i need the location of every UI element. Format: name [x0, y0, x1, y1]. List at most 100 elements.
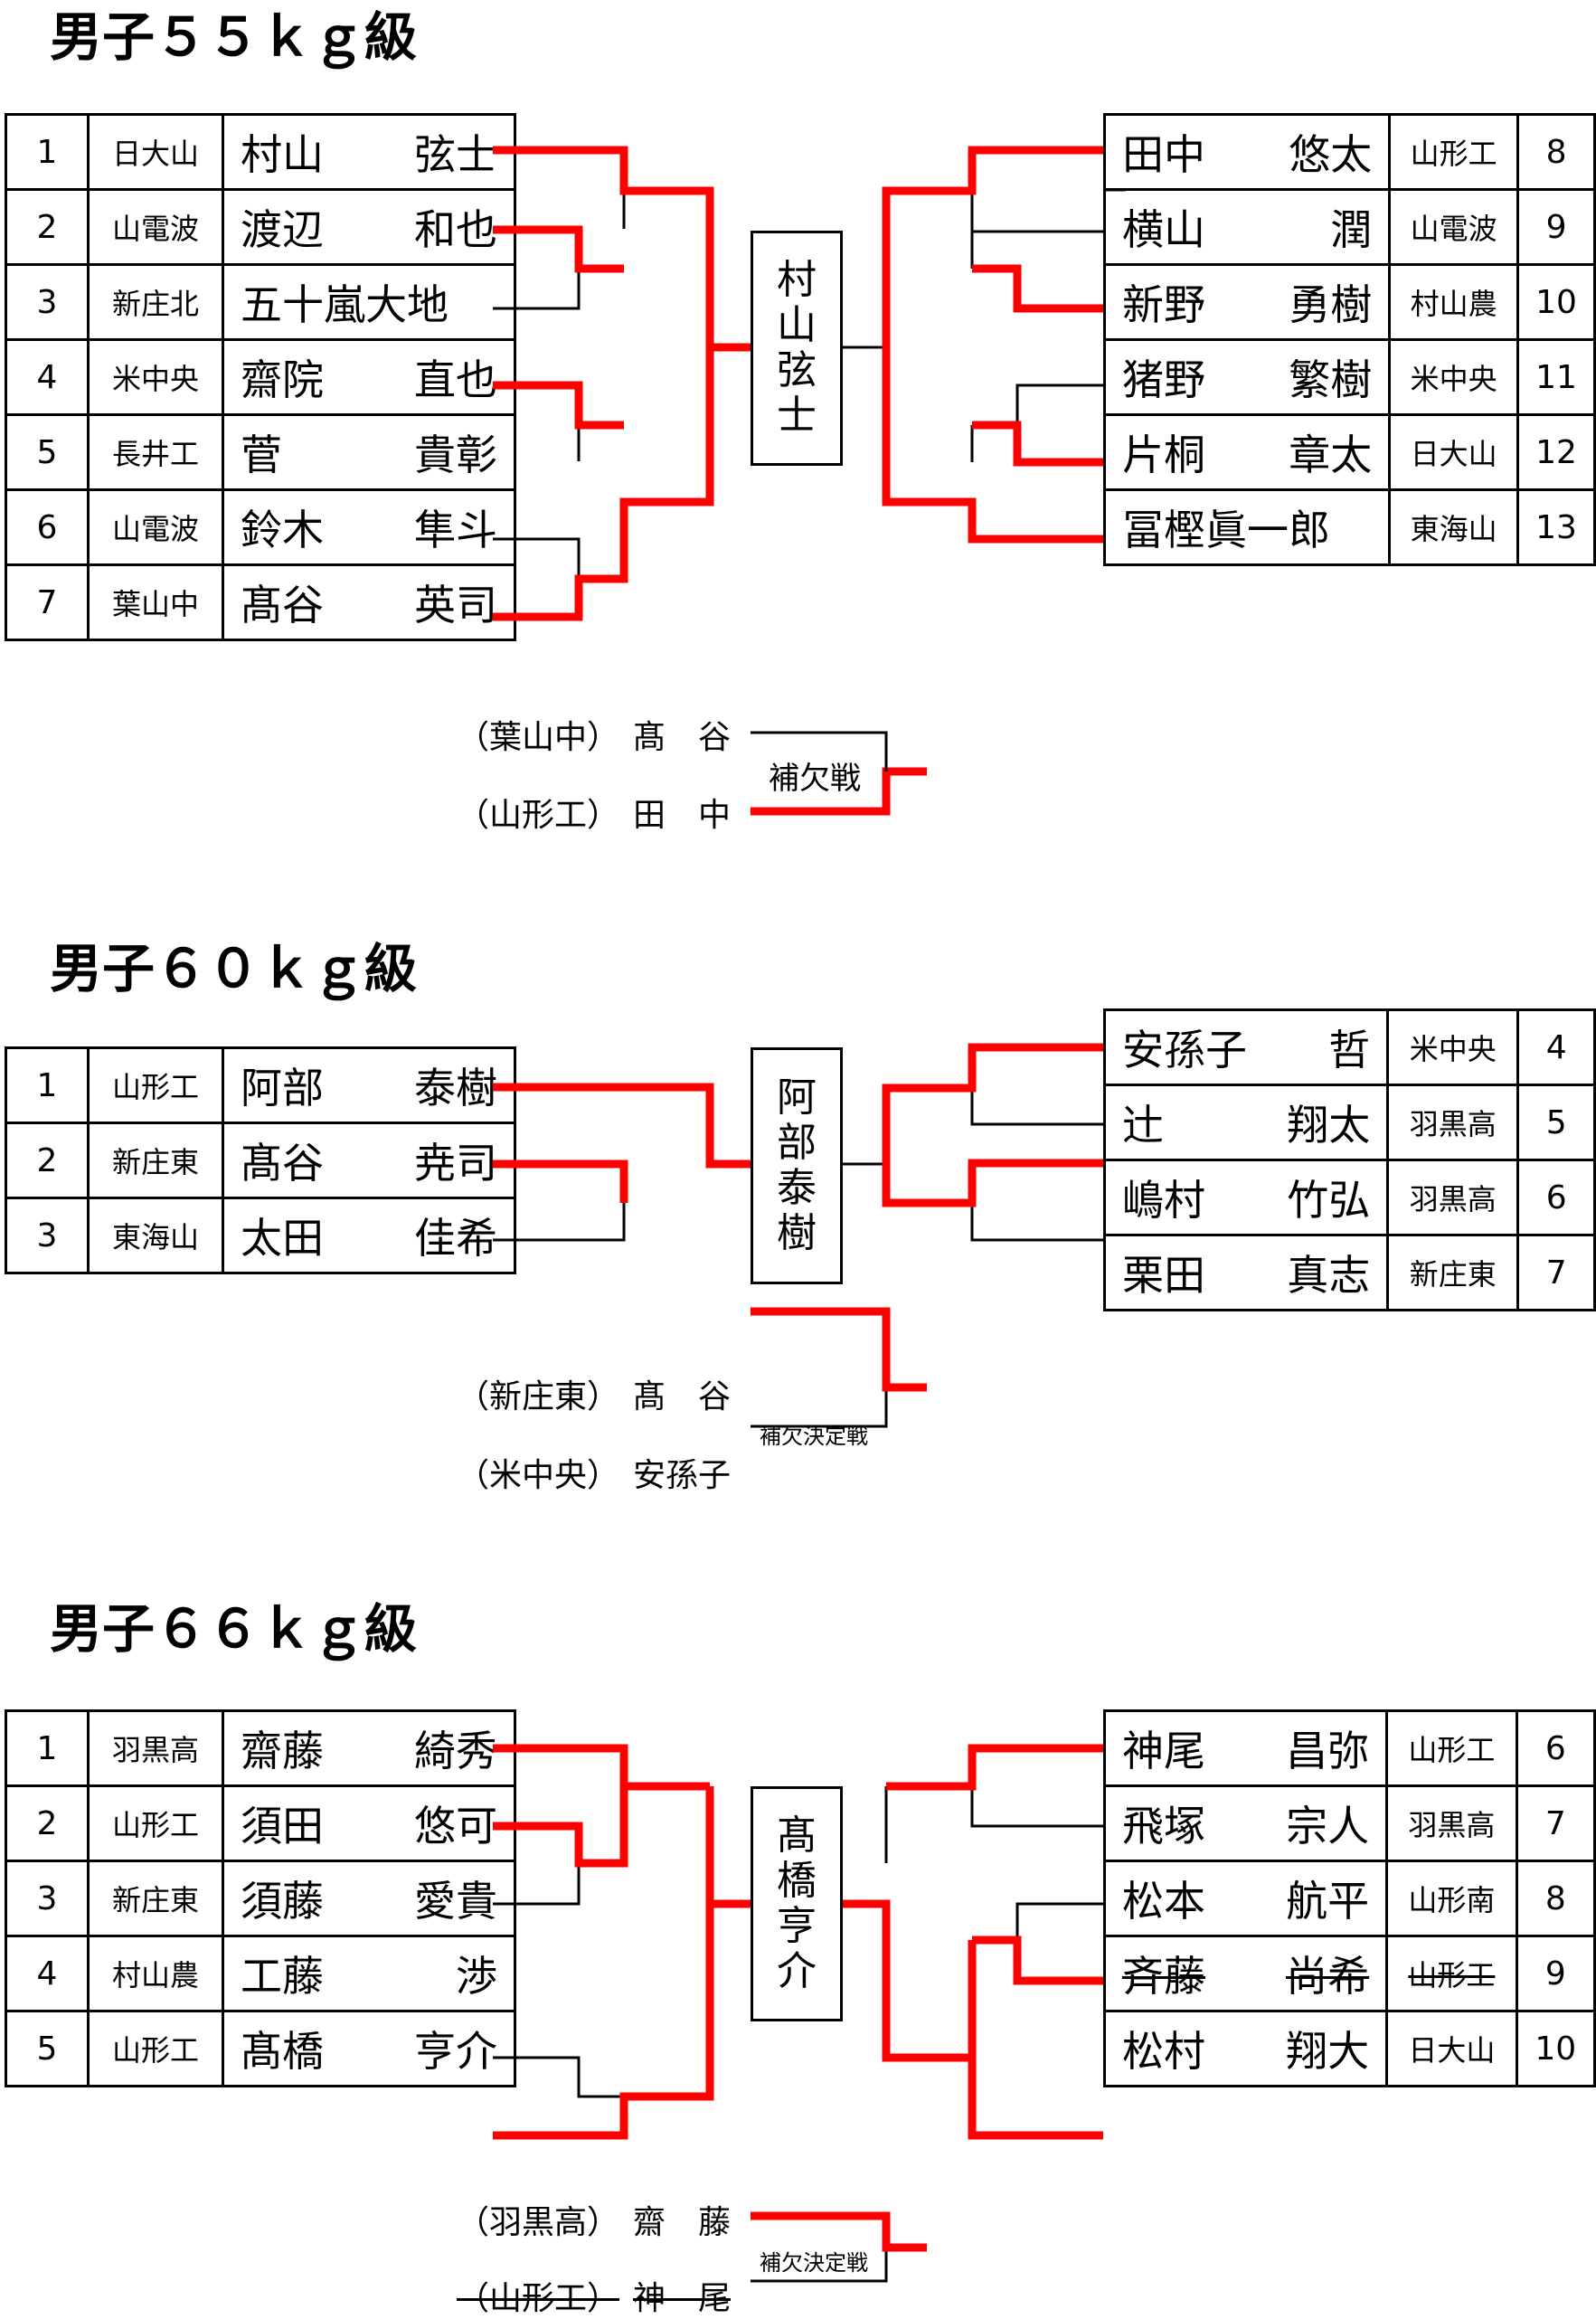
school-name: 新庄東: [87, 1122, 224, 1199]
bracket-lines: [493, 1744, 1103, 2283]
school-name: 山形工: [87, 1046, 224, 1124]
seed-number: 6: [1515, 1709, 1596, 1787]
extra-bottom-name: 神 尾: [633, 2280, 732, 2317]
athlete-name: 松本航平: [1102, 1860, 1389, 1937]
athlete-name: 鈴木隼斗: [222, 488, 516, 566]
seed-number: 7: [1515, 1784, 1596, 1862]
extra-bottom-school: （山形工）: [457, 2280, 620, 2317]
extra-top-school: （葉山中）: [457, 719, 620, 756]
seed-number: 6: [5, 488, 90, 566]
champion-char: 亨: [777, 1903, 817, 1949]
athlete-name: 冨樫眞一郎: [1102, 488, 1392, 566]
champion-char: 山: [777, 302, 817, 348]
athlete-name: 須藤愛貴: [222, 1860, 516, 1937]
seed-number: 13: [1516, 488, 1596, 566]
extra-top-school: （羽黒高）: [457, 2204, 620, 2241]
athlete-name: 齋院直也: [222, 338, 516, 416]
athlete-name: 須田悠可: [222, 1784, 516, 1862]
school-name: 米中央: [1386, 1008, 1520, 1086]
school-name: 羽黒高: [87, 1709, 224, 1787]
seed-number: 2: [5, 1784, 90, 1862]
athlete-name: 猪野繁樹: [1102, 338, 1392, 416]
extra-top-name: 髙 谷: [633, 1378, 732, 1415]
school-name: 村山農: [1388, 263, 1520, 341]
champion-box: 髙 橋 亨 介: [751, 1786, 843, 2021]
athlete-name: 安孫子哲: [1102, 1008, 1390, 1086]
extra-bottom-name: 田 中: [633, 797, 732, 834]
school-name: 日大山: [87, 113, 224, 191]
extra-match-label: 補欠決定戦: [760, 1424, 868, 1449]
school-name: 新庄北: [87, 263, 224, 341]
seed-number: 10: [1516, 263, 1596, 341]
school-name: 山電波: [87, 188, 224, 266]
extra-top-name: 齋 藤: [633, 2204, 732, 2241]
extra-top-school: （新庄東）: [457, 1378, 620, 1415]
bracket-lines: [493, 146, 1126, 816]
extra-top-name: 髙 谷: [633, 719, 732, 756]
seed-number: 5: [1516, 1084, 1596, 1161]
athlete-name: 菅貴彰: [222, 413, 516, 491]
section-title: 男子６０ｋｇ級: [50, 938, 418, 999]
seed-number: 5: [5, 413, 90, 491]
seed-number: 9: [1515, 1935, 1596, 2012]
seed-number: 8: [1515, 1860, 1596, 1937]
athlete-name: 新野勇樹: [1102, 263, 1392, 341]
seed-number: 7: [5, 563, 90, 641]
athlete-name: 松村翔大: [1102, 2010, 1389, 2087]
seed-number: 2: [5, 188, 90, 266]
school-name: 山形工: [1385, 1709, 1518, 1787]
school-name: 羽黒高: [1386, 1084, 1520, 1161]
seed-number: 9: [1516, 188, 1596, 266]
champion-char: 阿: [777, 1074, 817, 1121]
champion-char: 泰: [777, 1165, 817, 1211]
seed-number: 7: [1516, 1234, 1596, 1311]
athlete-name: 栗田真志: [1102, 1234, 1390, 1311]
school-name: 山電波: [1388, 188, 1520, 266]
athlete-name: 嶋村竹弘: [1102, 1159, 1390, 1236]
seed-number: 10: [1515, 2010, 1596, 2087]
athlete-name: 横山潤: [1102, 188, 1392, 266]
school-name: 山電波: [87, 488, 224, 566]
extra-bottom-name: 安孫子: [633, 1457, 732, 1494]
school-name: 米中央: [87, 338, 224, 416]
seed-number: 4: [5, 1935, 90, 2012]
champion-box: 阿 部 泰 樹: [751, 1047, 843, 1284]
seed-number: 3: [5, 1197, 90, 1274]
school-name: 長井工: [87, 413, 224, 491]
athlete-name: 齋藤綺秀: [222, 1709, 516, 1787]
champion-char: 弦: [777, 347, 817, 393]
school-name: 山形南: [1385, 1860, 1518, 1937]
athlete-name: 片桐章太: [1102, 413, 1392, 491]
athlete-name: 渡辺和也: [222, 188, 516, 266]
extra-match-label: 補欠戦: [769, 761, 861, 797]
school-name: 山形工: [87, 1784, 224, 1862]
seed-number: 11: [1516, 338, 1596, 416]
seed-number: 4: [1516, 1008, 1596, 1086]
seed-number: 2: [5, 1122, 90, 1199]
school-name: 東海山: [1388, 488, 1520, 566]
seed-number: 3: [5, 1860, 90, 1937]
school-name: 山形工: [1385, 1935, 1518, 2012]
